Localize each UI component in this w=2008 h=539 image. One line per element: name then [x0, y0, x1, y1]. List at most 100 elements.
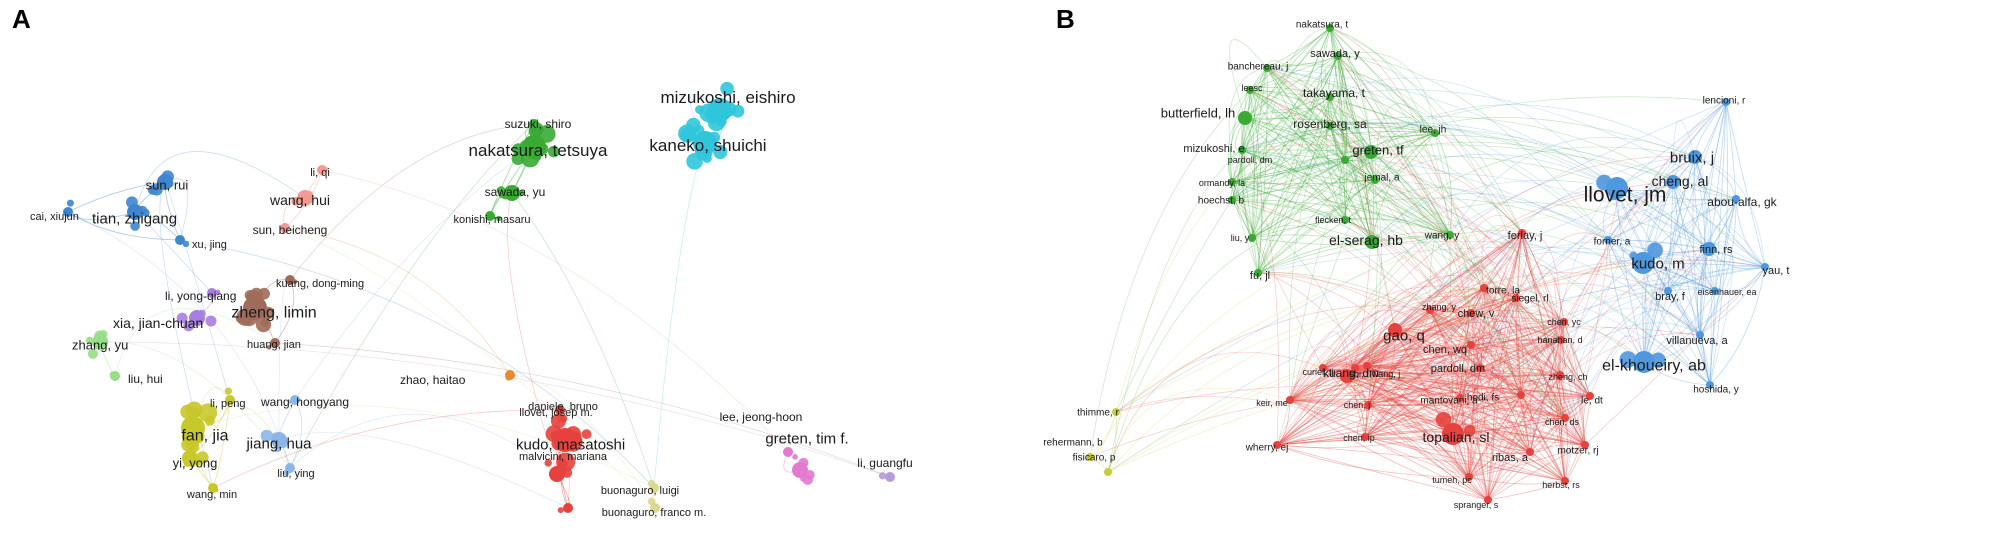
author-node[interactable] [63, 207, 73, 217]
author-node[interactable] [1112, 408, 1120, 416]
author-node[interactable] [1426, 306, 1434, 314]
author-node[interactable] [1351, 364, 1359, 372]
author-node[interactable] [1561, 414, 1569, 422]
author-node[interactable] [297, 190, 313, 206]
author-node[interactable] [1086, 453, 1094, 461]
author-node[interactable] [290, 395, 300, 405]
author-node[interactable] [1586, 392, 1594, 400]
author-node[interactable] [1761, 263, 1769, 271]
author-node[interactable] [555, 405, 565, 415]
author-node[interactable] [1228, 178, 1236, 186]
author-node[interactable] [1388, 323, 1402, 337]
author-node[interactable] [1334, 52, 1342, 60]
author-node[interactable] [1228, 196, 1236, 204]
author-node[interactable] [1364, 145, 1378, 159]
author-node[interactable] [1722, 98, 1730, 106]
author-node[interactable] [189, 310, 205, 326]
author-node[interactable] [1326, 93, 1334, 101]
author-node[interactable] [1361, 433, 1369, 441]
author-node[interactable] [1606, 177, 1628, 199]
author-node[interactable] [208, 483, 218, 493]
author-node[interactable] [207, 288, 217, 298]
author-node[interactable] [1340, 369, 1354, 383]
author-node[interactable] [1512, 294, 1520, 302]
author-node[interactable] [1238, 146, 1246, 154]
author-node[interactable] [1364, 401, 1372, 409]
author-node[interactable] [1248, 234, 1256, 242]
author-node[interactable] [285, 463, 295, 473]
author-node[interactable] [285, 275, 295, 285]
author-node[interactable] [127, 204, 143, 220]
author-node[interactable] [181, 416, 205, 440]
author-node[interactable] [529, 119, 539, 129]
author-node[interactable] [1456, 394, 1464, 402]
author-node[interactable] [1560, 318, 1568, 326]
author-node[interactable] [1319, 364, 1327, 372]
author-node[interactable] [1246, 86, 1254, 94]
author-node[interactable] [280, 223, 290, 233]
author-node[interactable] [549, 466, 565, 482]
author-node[interactable] [1363, 362, 1371, 370]
author-node[interactable] [1561, 477, 1569, 485]
author-node[interactable] [708, 98, 732, 122]
author-node[interactable] [1465, 473, 1473, 481]
author-node[interactable] [1263, 64, 1271, 72]
author-node[interactable] [1633, 351, 1655, 373]
author-node[interactable] [1467, 309, 1475, 317]
author-node[interactable] [1326, 24, 1334, 32]
author-node[interactable] [1706, 381, 1714, 389]
author-node[interactable] [175, 235, 185, 245]
author-node[interactable] [504, 185, 520, 201]
author-node[interactable] [1688, 150, 1702, 164]
author-node[interactable] [792, 462, 808, 478]
author-node[interactable] [522, 135, 546, 159]
author-node[interactable] [1286, 396, 1294, 404]
author-node[interactable] [1696, 331, 1704, 339]
author-node[interactable] [1556, 371, 1564, 379]
author-node[interactable] [1431, 129, 1439, 137]
author-node[interactable] [1104, 468, 1112, 476]
author-node[interactable] [271, 432, 287, 448]
author-node[interactable] [1238, 111, 1252, 125]
author-node[interactable] [1732, 195, 1740, 203]
author-node[interactable] [649, 483, 659, 493]
author-node[interactable] [182, 450, 198, 466]
author-node[interactable] [1341, 216, 1349, 224]
author-node[interactable] [110, 371, 120, 381]
author-node[interactable] [243, 296, 267, 320]
author-node[interactable] [1526, 448, 1534, 456]
author-node[interactable] [225, 395, 235, 405]
author-node[interactable] [1480, 284, 1488, 292]
author-node[interactable] [1664, 287, 1672, 295]
author-node[interactable] [1604, 236, 1612, 244]
author-node[interactable] [1442, 423, 1464, 445]
author-node[interactable] [1517, 391, 1525, 399]
author-node[interactable] [485, 211, 495, 221]
author-node[interactable] [1467, 341, 1475, 349]
author-node[interactable] [783, 447, 793, 457]
author-node[interactable] [1711, 287, 1719, 295]
author-node[interactable] [1476, 364, 1484, 372]
author-node[interactable] [563, 503, 573, 513]
author-node[interactable] [1702, 242, 1716, 256]
author-node[interactable] [505, 370, 515, 380]
author-node[interactable] [1341, 156, 1349, 164]
author-node[interactable] [157, 174, 173, 190]
author-node[interactable] [1446, 231, 1454, 239]
author-node[interactable] [1371, 176, 1379, 184]
author-node[interactable] [885, 472, 895, 482]
author-node[interactable] [1518, 229, 1526, 237]
author-node[interactable] [1365, 235, 1379, 249]
author-node[interactable] [1666, 175, 1680, 189]
author-node[interactable] [1254, 269, 1262, 277]
author-node[interactable] [1557, 336, 1565, 344]
author-node[interactable] [1484, 496, 1492, 504]
author-node[interactable] [1326, 122, 1334, 130]
author-node[interactable] [92, 334, 108, 350]
author-node[interactable] [317, 165, 327, 175]
author-node[interactable] [1632, 252, 1654, 274]
author-node[interactable] [270, 338, 280, 348]
author-node[interactable] [1581, 441, 1589, 449]
author-node[interactable] [650, 503, 660, 513]
author-node[interactable] [693, 131, 717, 155]
